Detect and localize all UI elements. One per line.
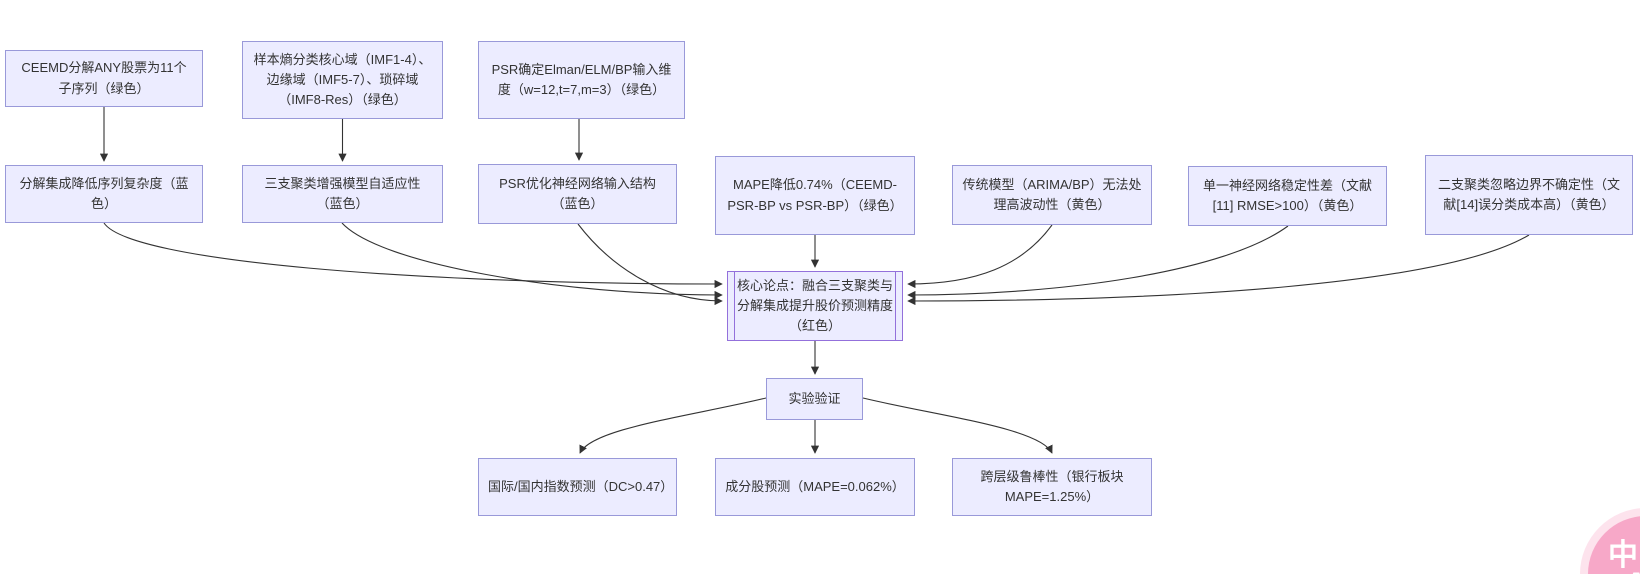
edge-traditional-to-core	[907, 224, 1053, 289]
translate-zh-icon: 中	[1608, 539, 1638, 572]
node-decomp-ensemble: 分解集成降低序列复杂度（蓝色）	[5, 165, 203, 223]
node-single-nn: 单一神经网络稳定性差（文献[11] RMSE>100）（黄色）	[1188, 166, 1387, 226]
node-ceemd-decompose: CEEMD分解ANY股票为11个子序列（绿色）	[5, 50, 203, 107]
node-traditional-model: 传统模型（ARIMA/BP）无法处理高波动性（黄色）	[952, 165, 1152, 225]
edge-threeway-to-core	[341, 222, 723, 300]
edge-psropt-to-core	[577, 223, 723, 306]
node-psr-dimension: PSR确定Elman/ELM/BP输入维度（w=12,t=7,m=3）（绿色）	[478, 41, 685, 119]
node-psr-optimize: PSR优化神经网络输入结构（蓝色）	[478, 164, 677, 224]
node-core-thesis: 核心论点：融合三支聚类与分解集成提升股价预测精度（红色）	[727, 271, 903, 341]
node-experiment: 实验验证	[766, 378, 863, 420]
translate-button[interactable]: 中 A	[1588, 516, 1640, 574]
edge-twoway-to-core	[907, 234, 1530, 306]
node-sample-entropy: 样本熵分类核心域（IMF1-4）、边缘域（IMF5-7）、琐碎域（IMF8-Re…	[242, 41, 443, 119]
node-mape-reduce: MAPE降低0.74%（CEEMD-PSR-BP vs PSR-BP）（绿色）	[715, 156, 915, 235]
translate-en-icon: A	[1624, 566, 1640, 574]
edge-experiment-to-index	[579, 397, 767, 454]
edge-decomp-to-core	[103, 222, 723, 289]
node-robustness: 跨层级鲁棒性（银行板块 MAPE=1.25%）	[952, 458, 1152, 516]
edge-experiment-to-robustness	[862, 397, 1053, 454]
node-three-way-cluster: 三支聚类增强模型自适应性（蓝色）	[242, 165, 443, 223]
node-two-way-cluster: 二支聚类忽略边界不确定性（文献[14]误分类成本高）（黄色）	[1425, 155, 1633, 235]
edge-singlenn-to-core	[907, 225, 1289, 300]
node-index-prediction: 国际/国内指数预测（DC>0.47）	[478, 458, 677, 516]
node-stock-prediction: 成分股预测（MAPE=0.062%）	[715, 458, 915, 516]
